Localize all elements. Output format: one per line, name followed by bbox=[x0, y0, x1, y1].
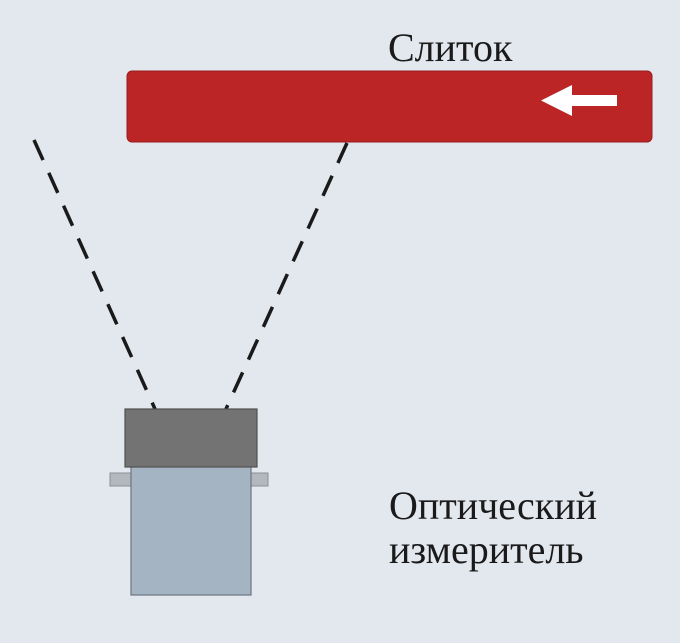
view-line-left bbox=[32, 139, 157, 410]
meter-label-line1: Оптический bbox=[389, 483, 598, 528]
optical-meter bbox=[109, 408, 269, 596]
view-line-right bbox=[224, 142, 349, 410]
left-arrow-icon bbox=[541, 85, 617, 116]
meter-head bbox=[124, 408, 258, 468]
meter-label: Оптический измеритель bbox=[389, 484, 597, 572]
ingot-bar bbox=[126, 70, 653, 143]
meter-label-line2: измеритель bbox=[389, 527, 584, 572]
meter-side-tab-right bbox=[249, 472, 269, 487]
meter-body bbox=[130, 465, 252, 596]
ingot-label: Слиток bbox=[388, 25, 513, 70]
meter-side-tab-left bbox=[109, 472, 133, 487]
